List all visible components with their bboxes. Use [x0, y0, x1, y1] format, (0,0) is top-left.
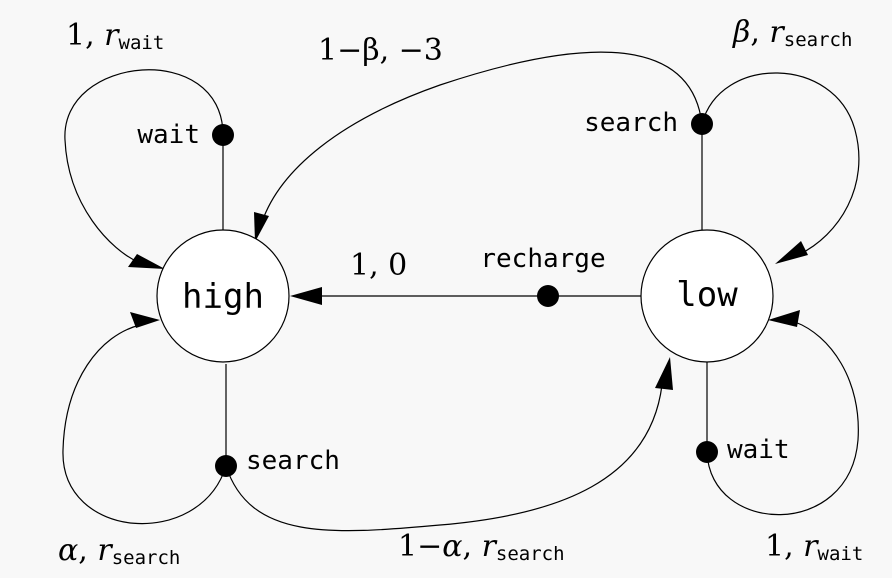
- action-label-wait-high: wait: [137, 120, 200, 150]
- action-label-search-high: search: [246, 446, 340, 476]
- arrowhead-search-high-self-loop: [130, 312, 160, 328]
- edge-search-high-self-loop: [62, 324, 227, 525]
- action-node-recharge: [537, 285, 559, 307]
- arrowhead-search-low-self-loop: [775, 241, 808, 264]
- state-low-circle: [640, 229, 774, 363]
- arrowhead-wait-high-self-loop: [128, 254, 165, 269]
- edge-search-low-self-loop: [701, 72, 860, 256]
- transition-label-recharge-to-high: 1, 0: [350, 248, 407, 283]
- arrowhead-search-high-to-low: [655, 357, 673, 390]
- transition-label-low-search-to-high: 1−β, −3: [318, 33, 443, 68]
- transition-label-wait-low-self: 1, rwait: [765, 529, 863, 565]
- transition-label-wait-high-self: 1, rwait: [66, 18, 164, 54]
- action-label-wait-low: wait: [727, 435, 790, 465]
- edge-search-high-to-low: [225, 384, 663, 532]
- edge-wait-low-self-loop: [706, 321, 859, 516]
- action-node-wait-high: [212, 124, 234, 146]
- arrowhead-search-low-to-high: [254, 212, 269, 242]
- transition-label-high-search-to-low: 1−α, rsearch: [398, 529, 565, 565]
- action-node-wait-low: [696, 441, 718, 463]
- edge-wait-high-self-loop: [64, 69, 224, 264]
- transition-label-high-search-self: α, rsearch: [58, 533, 180, 569]
- state-high: high: [156, 229, 290, 363]
- action-node-search-high: [215, 455, 237, 477]
- state-low-label: low: [676, 275, 738, 315]
- action-label-search-low: search: [584, 108, 678, 138]
- action-node-search-low: [691, 113, 713, 135]
- action-label-recharge: recharge: [480, 244, 605, 274]
- transition-label-low-search-self: β, rsearch: [732, 15, 852, 51]
- state-high-label: high: [182, 277, 264, 317]
- state-high-circle: [156, 229, 290, 363]
- edge-search-low-to-high: [261, 51, 703, 223]
- arrowhead-wait-low-self-loop: [768, 310, 800, 327]
- state-low: low: [640, 229, 774, 363]
- arrowhead-recharge-to-high: [290, 287, 322, 305]
